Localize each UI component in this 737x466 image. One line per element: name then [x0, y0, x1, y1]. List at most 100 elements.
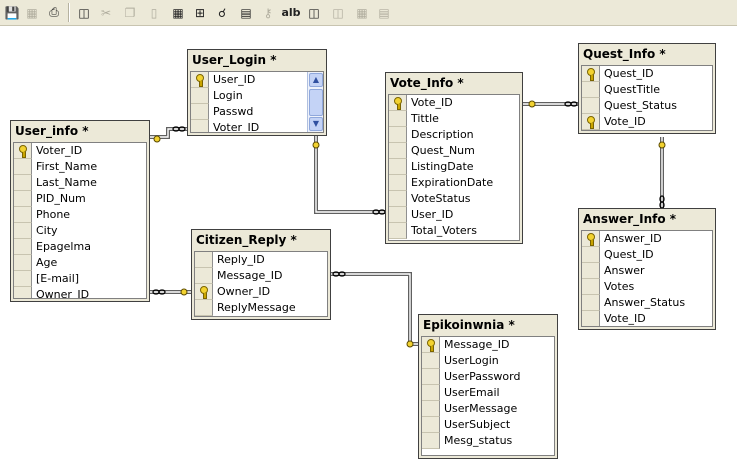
- row-selector[interactable]: [195, 300, 213, 316]
- column-row[interactable]: QuestTitle: [582, 82, 712, 98]
- column-row[interactable]: UserSubject: [422, 417, 554, 433]
- row-selector[interactable]: [14, 159, 32, 175]
- row-selector[interactable]: [422, 401, 440, 417]
- column-row[interactable]: City: [14, 223, 146, 239]
- row-selector[interactable]: [422, 433, 440, 449]
- row-selector[interactable]: [14, 239, 32, 255]
- column-row[interactable]: Message_ID: [422, 337, 554, 353]
- cut-icon[interactable]: ✂: [100, 5, 112, 20]
- new-table-icon[interactable]: ◫: [78, 5, 90, 20]
- column-row[interactable]: Description: [389, 127, 519, 143]
- row-selector[interactable]: [195, 284, 213, 300]
- print-icon[interactable]: ⎙: [49, 5, 59, 19]
- row-selector[interactable]: [191, 104, 209, 120]
- row-selector[interactable]: [389, 143, 407, 159]
- column-row[interactable]: Total_Voters: [389, 223, 519, 239]
- column-row[interactable]: UserPassword: [422, 369, 554, 385]
- layout-icon[interactable]: ▤: [240, 5, 252, 20]
- column-row[interactable]: First_Name: [14, 159, 146, 175]
- row-selector[interactable]: [191, 72, 209, 88]
- row-selector[interactable]: [389, 175, 407, 191]
- paste-icon[interactable]: ▯: [150, 5, 158, 20]
- column-row[interactable]: Voter_ID: [14, 143, 146, 159]
- column-row[interactable]: UserLogin: [422, 353, 554, 369]
- column-row[interactable]: Passwd: [191, 104, 323, 120]
- column-row[interactable]: Age: [14, 255, 146, 271]
- column-row[interactable]: Vote_ID: [582, 114, 712, 130]
- column-row[interactable]: Quest_ID: [582, 66, 712, 82]
- column-row[interactable]: ExpirationDate: [389, 175, 519, 191]
- scroll-thumb[interactable]: [309, 89, 323, 116]
- row-selector[interactable]: [582, 263, 600, 279]
- row-selector[interactable]: [582, 247, 600, 263]
- row-selector[interactable]: [191, 120, 209, 132]
- row-selector[interactable]: [582, 82, 600, 98]
- row-selector[interactable]: [389, 127, 407, 143]
- column-row[interactable]: Answer_ID: [582, 231, 712, 247]
- row-selector[interactable]: [14, 287, 32, 298]
- column-row[interactable]: VoteStatus: [389, 191, 519, 207]
- column-row[interactable]: Reply_ID: [195, 252, 327, 268]
- row-selector[interactable]: [14, 223, 32, 239]
- column-row[interactable]: UserMessage: [422, 401, 554, 417]
- column-row[interactable]: User_ID: [389, 207, 519, 223]
- column-row[interactable]: Owner_ID: [195, 284, 327, 300]
- row-selector[interactable]: [14, 271, 32, 287]
- row-selector[interactable]: [422, 417, 440, 433]
- column-row[interactable]: Mesg_status: [422, 433, 554, 449]
- column-row[interactable]: Login: [191, 88, 323, 104]
- row-selector[interactable]: [389, 95, 407, 111]
- column-row[interactable]: ListingDate: [389, 159, 519, 175]
- row-selector[interactable]: [582, 66, 600, 82]
- row-selector[interactable]: [422, 369, 440, 385]
- copy-icon[interactable]: ❐: [124, 5, 136, 20]
- column-row[interactable]: User_ID: [191, 72, 323, 88]
- row-selector[interactable]: [14, 207, 32, 223]
- column-row[interactable]: Quest_Num: [389, 143, 519, 159]
- column-row[interactable]: Answer_Status: [582, 295, 712, 311]
- arrange-icon[interactable]: ◫: [308, 5, 320, 20]
- delete-table-icon[interactable]: ▦: [172, 5, 184, 20]
- scroll-up-icon[interactable]: ▲: [309, 73, 323, 87]
- row-selector[interactable]: [14, 143, 32, 159]
- vertical-scrollbar[interactable]: ▲▼: [307, 72, 323, 132]
- scroll-down-icon[interactable]: ▼: [309, 117, 323, 131]
- column-row[interactable]: Tittle: [389, 111, 519, 127]
- column-row[interactable]: Epagelma: [14, 239, 146, 255]
- column-row[interactable]: PID_Num: [14, 191, 146, 207]
- related-icon[interactable]: ◫: [332, 5, 344, 20]
- save-icon[interactable]: 💾: [4, 5, 20, 20]
- row-selector[interactable]: [582, 311, 600, 326]
- row-selector[interactable]: [422, 337, 440, 353]
- column-row[interactable]: Owner_ID: [14, 287, 146, 298]
- row-selector[interactable]: [389, 207, 407, 223]
- column-row[interactable]: Quest_Status: [582, 98, 712, 114]
- row-selector[interactable]: [389, 191, 407, 207]
- row-selector[interactable]: [582, 295, 600, 311]
- row-selector[interactable]: [195, 252, 213, 268]
- row-selector[interactable]: [14, 255, 32, 271]
- column-row[interactable]: Votes: [582, 279, 712, 295]
- column-row[interactable]: ReplyMessage: [195, 300, 327, 316]
- column-row[interactable]: Vote_ID: [582, 311, 712, 326]
- column-row[interactable]: [E-mail]: [14, 271, 146, 287]
- row-selector[interactable]: [582, 231, 600, 247]
- row-selector[interactable]: [389, 111, 407, 127]
- label-icon[interactable]: alb: [281, 6, 301, 19]
- grid-icon[interactable]: ▤: [378, 5, 390, 20]
- column-row[interactable]: Voter_ID: [191, 120, 323, 132]
- row-selector[interactable]: [195, 268, 213, 284]
- add-related-icon[interactable]: ⊞: [194, 5, 206, 20]
- column-row[interactable]: Quest_ID: [582, 247, 712, 263]
- grid-icon[interactable]: ▦: [356, 5, 368, 20]
- column-row[interactable]: Message_ID: [195, 268, 327, 284]
- column-row[interactable]: Answer: [582, 263, 712, 279]
- column-row[interactable]: UserEmail: [422, 385, 554, 401]
